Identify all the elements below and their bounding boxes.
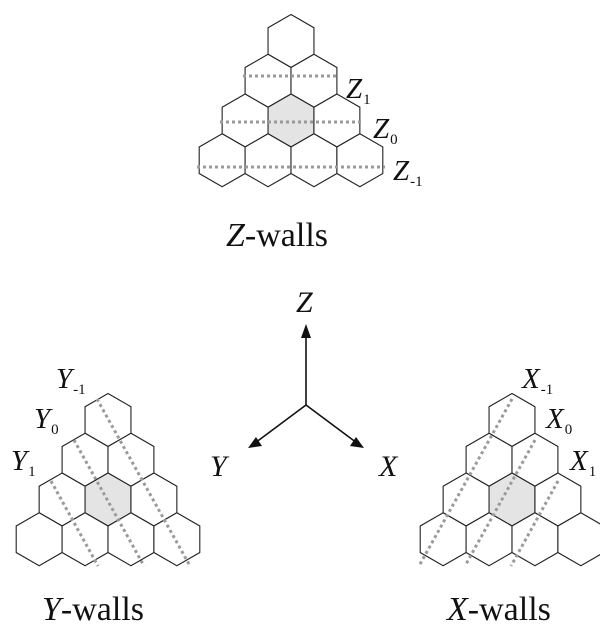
y-hex-cell (153, 512, 201, 567)
axis-x-label: X (378, 450, 399, 483)
y-wall-label-1: Y1 (11, 445, 36, 480)
x-wall-lines (417, 398, 560, 567)
axis-right-arrowhead (350, 437, 364, 448)
y-wall-lines (49, 398, 192, 567)
axes-group: Z Y X (210, 286, 399, 483)
x-wall-label-1: X1 (569, 445, 596, 480)
z-walls-caption: Z-walls (226, 217, 328, 254)
x-walls-panel: X-1 X0 X1 X-walls (417, 363, 600, 628)
x-wall-line-0 (463, 439, 537, 567)
axis-y-label: Y (210, 450, 230, 483)
axis-left-arrowhead (248, 437, 262, 448)
z-wall-label-0: Z0 (373, 113, 398, 148)
axis-z-label: Z (296, 286, 313, 319)
y-hex-grid (15, 392, 201, 567)
x-hex-grid (419, 392, 600, 567)
y-wall-line-0 (72, 439, 146, 567)
z-wall-label-1: Z1 (346, 73, 371, 108)
x-walls-caption: X-walls (445, 591, 551, 628)
x-wall-line-minus1 (417, 398, 514, 567)
axis-left-line (254, 404, 307, 444)
axis-up-arrowhead (301, 324, 311, 338)
y-walls-panel: Y-1 Y0 Y1 Y-walls (11, 363, 201, 628)
y-wall-line-1 (49, 480, 100, 567)
z-walls-panel: Z1 Z0 Z-1 Z-walls (197, 13, 423, 254)
z-hex-cell (336, 133, 384, 188)
y-wall-label-minus1: Y-1 (56, 363, 86, 398)
y-walls-caption: Y-walls (42, 591, 144, 628)
y-wall-line-minus1 (95, 398, 192, 567)
x-wall-label-0: X0 (545, 403, 572, 438)
z-wall-lines (197, 74, 385, 169)
x-hex-cell (557, 512, 600, 567)
z-wall-label-minus1: Z-1 (393, 155, 423, 190)
x-wall-label-minus1: X-1 (521, 363, 553, 398)
x-wall-line-1 (509, 480, 560, 567)
y-wall-label-0: Y0 (34, 403, 59, 438)
axis-right-line (305, 404, 358, 444)
